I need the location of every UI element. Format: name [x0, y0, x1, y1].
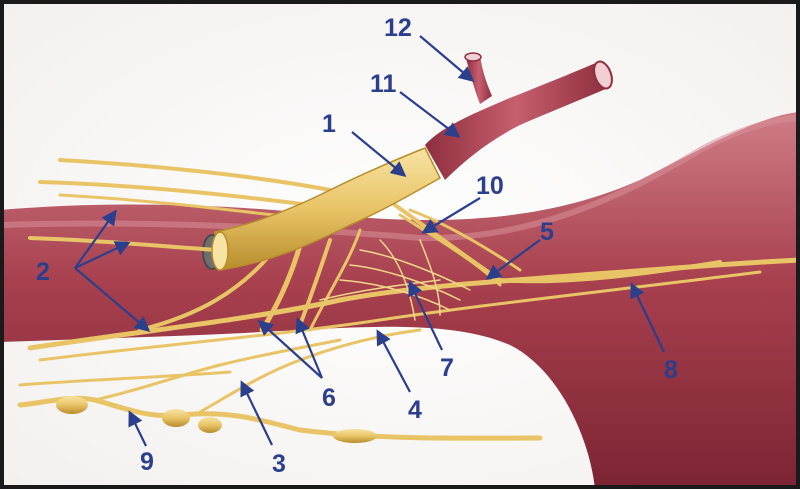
arrow-7 — [408, 280, 443, 351]
arrow-3 — [240, 380, 273, 446]
arrow-8 — [630, 282, 665, 353]
label-1: 1 — [322, 110, 336, 138]
labels: 1 2 3 4 5 6 7 8 9 10 11 12 — [36, 14, 678, 478]
arrow-9 — [128, 410, 147, 447]
arrow-11 — [399, 91, 461, 138]
arrow-12 — [419, 35, 475, 82]
lower-ganglia — [56, 396, 377, 443]
label-10: 10 — [476, 172, 504, 200]
arrow-2a — [74, 209, 117, 269]
arrow-2b — [74, 241, 131, 269]
label-arrows — [74, 35, 665, 447]
main-ganglion — [211, 147, 441, 271]
arrow-5 — [485, 239, 541, 280]
arrow-6a — [257, 319, 323, 379]
label-3: 3 — [272, 450, 286, 478]
arrow-10 — [421, 197, 481, 234]
label-11: 11 — [370, 70, 397, 98]
label-2: 2 — [36, 258, 50, 286]
arrow-4 — [376, 329, 411, 393]
label-9: 9 — [140, 448, 154, 476]
label-5: 5 — [540, 218, 554, 246]
label-4: 4 — [408, 396, 422, 424]
label-12: 12 — [384, 14, 412, 42]
label-6: 6 — [322, 384, 336, 412]
label-7: 7 — [440, 354, 454, 382]
arrow-2c — [74, 267, 151, 332]
arrow-6b — [295, 317, 324, 379]
nerve-fibers — [17, 158, 800, 441]
label-8: 8 — [664, 356, 678, 384]
arrow-1 — [351, 131, 407, 177]
